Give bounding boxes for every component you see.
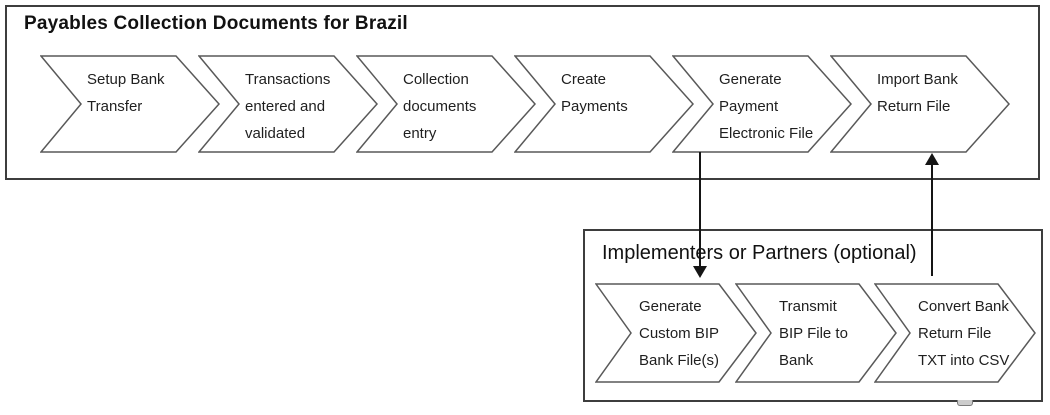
step-collection-documents-entry: Collection documents entry <box>356 55 536 153</box>
step-label: Transmit BIP File to Bank <box>779 298 848 369</box>
step-transactions-entered: Transactions entered and validated <box>198 55 378 153</box>
payables-group-title: Payables Collection Documents for Brazil <box>24 13 408 34</box>
arrow-up-connector <box>925 153 939 276</box>
chevron-shape-icon <box>198 55 378 153</box>
step-create-payments: Create Payments <box>514 55 694 153</box>
border-handle-artifact <box>957 400 973 406</box>
step-label: Generate Payment Electronic File <box>719 71 814 142</box>
step-label: Setup Bank Transfer <box>87 71 165 115</box>
arrow-line <box>699 152 701 267</box>
chevron-shape-icon <box>356 55 536 153</box>
arrow-down-connector <box>693 152 707 278</box>
step-label: Transactions entered and validated <box>245 71 331 142</box>
step-label: Import Bank Return File <box>877 71 958 115</box>
implementers-group-container: Implementers or Partners (optional) Gene… <box>583 229 1043 402</box>
step-import-bank-return-file: Import Bank Return File <box>830 55 1010 153</box>
step-label: Collection documents entry <box>403 71 477 142</box>
chevron-shape-icon <box>874 283 1036 383</box>
chevron-shape-icon <box>514 55 694 153</box>
chevron-shape-icon <box>595 283 757 383</box>
step-setup-bank-transfer: Setup Bank Transfer <box>40 55 220 153</box>
step-generate-custom-bip-bank-files: Generate Custom BIP Bank File(s) <box>595 283 757 383</box>
step-label: Generate Custom BIP Bank File(s) <box>639 298 720 369</box>
arrow-down-icon <box>693 266 707 278</box>
chevron-shape-icon <box>735 283 897 383</box>
chevron-shape-icon <box>672 55 852 153</box>
arrow-up-icon <box>925 153 939 165</box>
chevron-shape-icon <box>830 55 1010 153</box>
step-convert-bank-return-file: Convert Bank Return File TXT into CSV <box>874 283 1036 383</box>
step-transmit-bip-file-to-bank: Transmit BIP File to Bank <box>735 283 897 383</box>
implementers-group-title: Implementers or Partners (optional) <box>602 242 917 264</box>
step-label: Convert Bank Return File TXT into CSV <box>918 298 1010 369</box>
chevron-shape-icon <box>40 55 220 153</box>
arrow-line <box>931 164 933 276</box>
payables-group-container: Payables Collection Documents for Brazil… <box>5 5 1040 180</box>
step-generate-payment-electronic-file: Generate Payment Electronic File <box>672 55 852 153</box>
step-label: Create Payments <box>561 71 628 115</box>
